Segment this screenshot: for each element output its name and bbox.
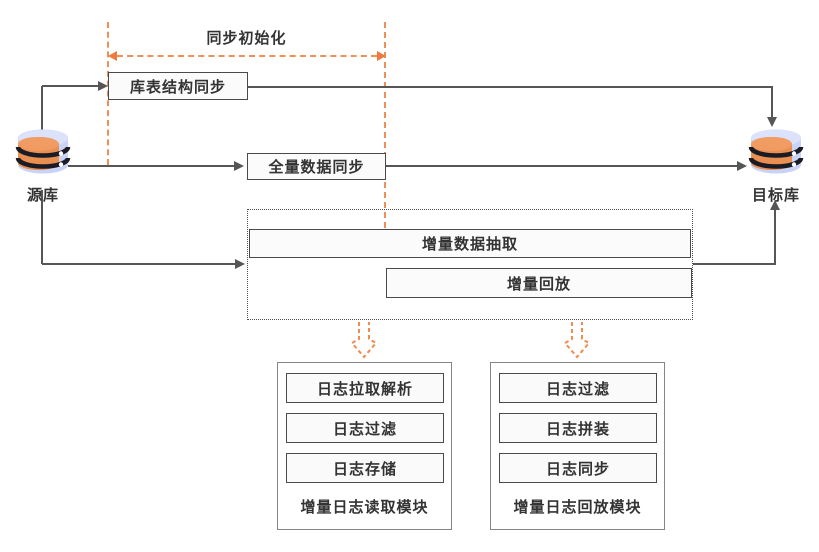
target-db-label: 目标库 [751,187,800,204]
dashed-down-arrow-icon [563,322,591,359]
module-item: 日志过滤 [499,373,657,403]
connector-source-to-schema-horizontal [42,85,98,87]
schema-sync-box: 库表结构同步 [108,72,248,100]
arrowhead-into-target-db-left [737,160,747,171]
init-span-right-arrowhead-icon [377,50,386,61]
init-phase-span-dashed-arrow [117,55,377,57]
incremental-log-reader-module: 日志拉取解析 日志过滤 日志存储 增量日志读取模块 [277,362,452,530]
incremental-extract-box: 增量数据抽取 [249,229,691,258]
module-item: 日志过滤 [286,413,444,443]
arrowhead-into-target-db-top [766,117,777,127]
module-item: 日志同步 [499,453,657,483]
incremental-group-container [247,209,693,320]
init-phase-right-dashed-line [384,22,386,228]
source-database-icon [15,129,71,174]
init-span-left-arrowhead-icon [108,50,117,61]
arrowhead-into-schema-sync [98,80,108,91]
connector-full-sync-to-target [386,165,738,167]
connector-schema-to-target-vertical [771,87,773,118]
module-item: 日志拉取解析 [286,373,444,403]
connector-source-down-vertical [41,190,43,264]
connector-source-to-schema-vertical [41,86,43,132]
module-item: 日志存储 [286,453,444,483]
init-phase-label: 同步初始化 [206,30,287,47]
dashed-down-arrow-icon [350,322,378,359]
module-title: 增量日志读取模块 [300,499,429,516]
incremental-log-replay-module: 日志过滤 日志拼装 日志同步 增量日志回放模块 [490,362,665,530]
target-database-icon [748,129,804,174]
connector-incremental-to-target-vertical [774,209,776,264]
arrowhead-into-incremental-group [235,258,245,269]
connector-source-to-incremental [42,263,236,265]
arrowhead-into-full-sync [234,160,244,171]
source-db-label: 源库 [26,187,59,204]
connector-incremental-to-target-horizontal [693,263,776,265]
module-title: 增量日志回放模块 [513,499,642,516]
connector-source-to-full-sync [68,165,235,167]
incremental-replay-box: 增量回放 [386,268,692,298]
arrowhead-into-target-db-bottom [769,200,780,210]
connector-schema-to-target-horizontal [248,86,773,88]
module-item: 日志拼装 [499,413,657,443]
full-sync-box: 全量数据同步 [247,153,386,180]
